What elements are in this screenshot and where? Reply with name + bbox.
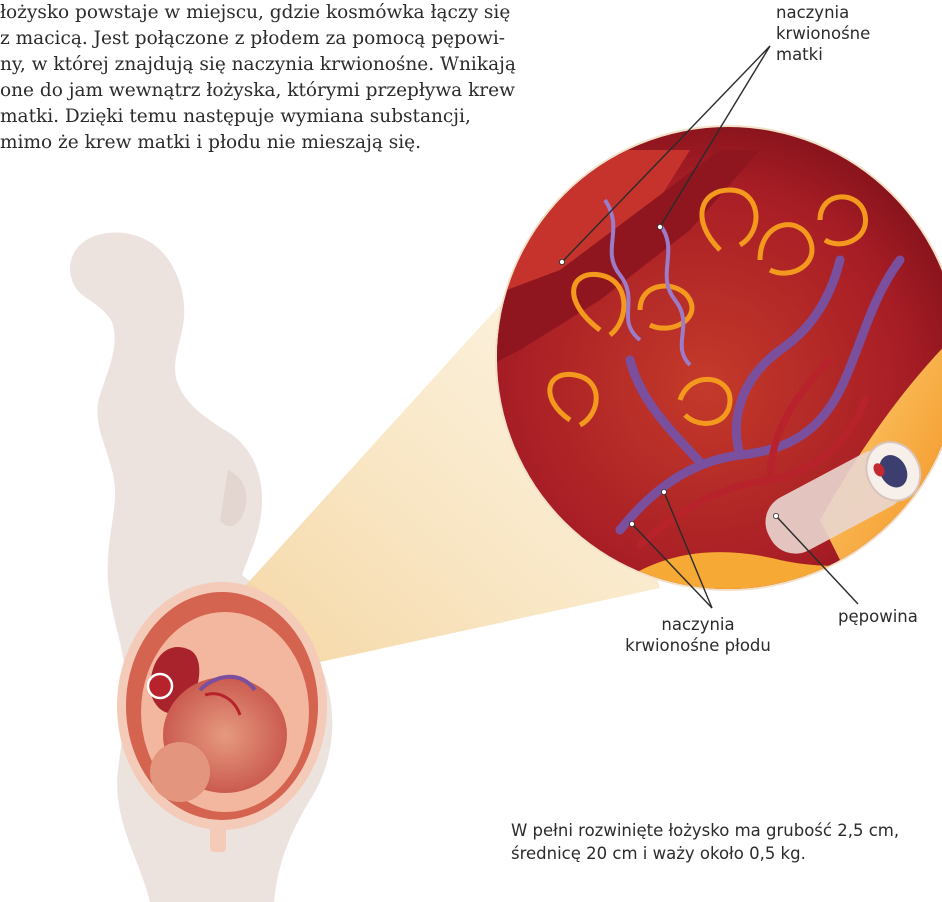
intro-line: ny, w której znajdują się naczynia krwio… xyxy=(0,52,540,78)
label-maternal-vessels: naczynia krwionośne matki xyxy=(776,2,870,65)
label-line: krwionośne płodu xyxy=(598,635,798,656)
intro-paragraph: łożysko powstaje w miejscu, gdzie kosmów… xyxy=(0,0,540,156)
placenta-fact-caption: W pełni rozwinięte łożysko ma grubość 2,… xyxy=(511,819,899,865)
intro-line: łożysko powstaje w miejscu, gdzie kosmów… xyxy=(0,0,540,26)
intro-line: matki. Dzięki temu następuje wymiana sub… xyxy=(0,104,540,130)
caption-line: W pełni rozwinięte łożysko ma grubość 2,… xyxy=(511,819,899,842)
label-line: naczynia xyxy=(598,614,798,635)
label-line: matki xyxy=(776,44,870,65)
intro-line: mimo że krew matki i płodu nie mieszają … xyxy=(0,130,540,156)
label-line: pępowina xyxy=(838,606,918,627)
label-fetal-vessels: naczynia krwionośne płodu xyxy=(598,614,798,656)
intro-line: z macicą. Jest połączone z płodem za pom… xyxy=(0,26,540,52)
label-umbilical-cord: pępowina xyxy=(838,606,918,627)
caption-line: średnicę 20 cm i waży około 0,5 kg. xyxy=(511,842,899,865)
label-line: naczynia xyxy=(776,2,870,23)
intro-line: one do jam wewnątrz łożyska, którymi prz… xyxy=(0,78,540,104)
label-line: krwionośne xyxy=(776,23,870,44)
